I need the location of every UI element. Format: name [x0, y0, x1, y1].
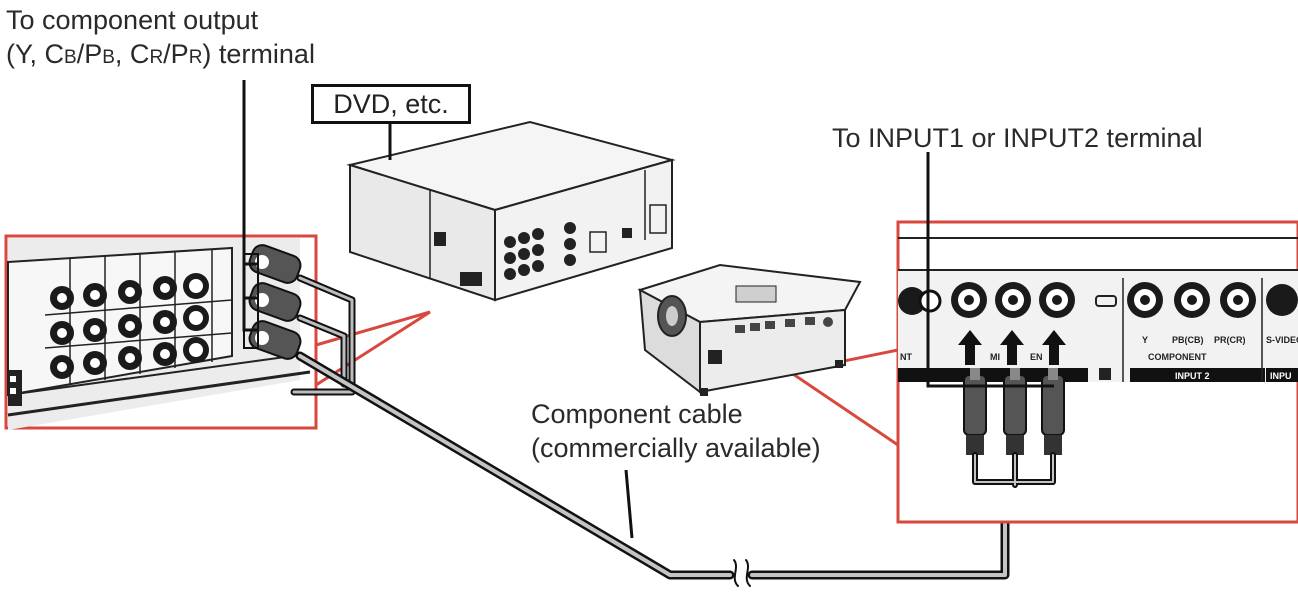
- dvd-label-text: DVD, etc.: [333, 89, 449, 119]
- label-part: B: [64, 47, 77, 68]
- label-part: /P: [163, 39, 189, 69]
- component-output-label-line1: To component output: [6, 5, 259, 35]
- panel-label-nt: NT: [900, 352, 912, 362]
- label-part: ) terminal: [202, 39, 315, 69]
- insert-arrows: [958, 330, 1066, 365]
- label-part: R: [149, 47, 164, 68]
- input-terminal-leader: [926, 152, 1054, 388]
- rca-plugs-projector: [963, 368, 1065, 455]
- label-part: (Y, C: [6, 39, 65, 69]
- panel-label-component: COMPONENT: [1148, 352, 1207, 362]
- rca-plugs-dvd: [248, 244, 302, 360]
- label-part: , C: [114, 39, 150, 69]
- component-output-label-line2: (Y, CB/PB, CR/PR) terminal: [6, 38, 315, 74]
- component-cable-label-line2: (commercially available): [531, 433, 821, 463]
- label-part: B: [102, 47, 115, 68]
- panel-label-hdmi-fragment: MI: [990, 352, 1000, 362]
- panel-label-pb: PB(CB): [1172, 335, 1204, 345]
- panel-label-inpu: INPU: [1270, 371, 1292, 381]
- label-part: /P: [76, 39, 103, 69]
- label-part: R: [188, 47, 203, 68]
- dvd-player: [346, 120, 676, 302]
- projector-terminal-closeup: [896, 220, 1298, 524]
- panel-label-en-fragment: EN: [1030, 352, 1043, 362]
- component-output-leader: [242, 80, 258, 332]
- panel-label-input2: INPUT 2: [1175, 371, 1210, 381]
- dvd-terminal-closeup: [4, 234, 318, 430]
- input-terminal-label: To INPUT1 or INPUT2 terminal: [832, 123, 1203, 153]
- panel-label-pr: PR(CR): [1214, 335, 1246, 345]
- panel-label-y: Y: [1142, 335, 1148, 345]
- component-cable-label-line1: Component cable: [531, 399, 743, 429]
- component-cable-leader: [624, 469, 634, 539]
- dvd-label-box: DVD, etc.: [311, 84, 471, 124]
- projector: [637, 263, 862, 396]
- panel-label-svideo: S-VIDEO: [1266, 335, 1298, 345]
